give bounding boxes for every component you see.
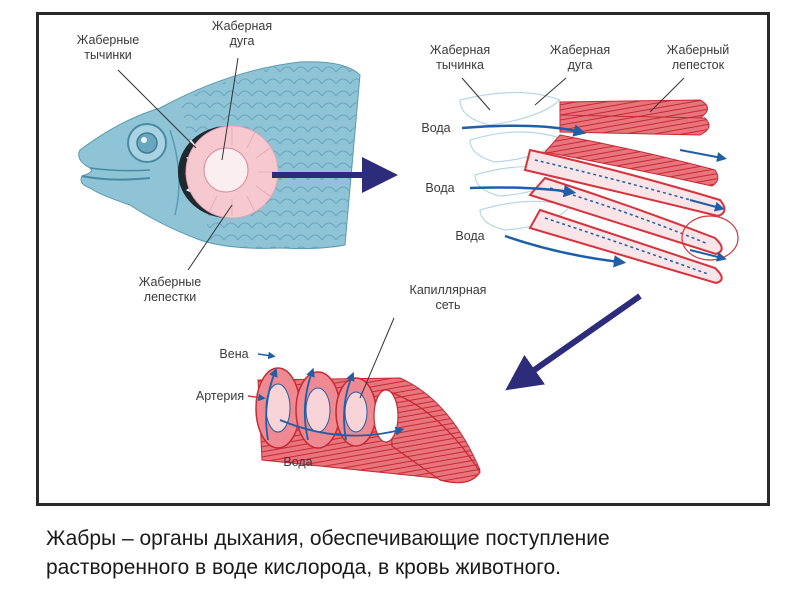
label-gill-rakers-l2: тычинки xyxy=(84,48,132,62)
leader-gill-arch xyxy=(534,77,567,106)
vein-pointer xyxy=(257,351,276,360)
label-gill-filament-l1: Жаберный xyxy=(667,43,729,57)
label-water-4: Вода xyxy=(283,455,312,469)
label-gill-raker-l2: тычинка xyxy=(436,58,484,72)
label-gill-arch-fish-l2: дуга xyxy=(230,34,255,48)
label-water-1: Вода xyxy=(421,121,450,135)
label-water-2: Вода xyxy=(425,181,454,195)
caption-line-1: Жабры – органы дыхания, обеспечивающие п… xyxy=(46,527,610,550)
label-gill-filament-l2: лепесток xyxy=(672,58,725,72)
label-capillary-net-l1: Капиллярная xyxy=(410,283,487,297)
label-gill-filaments-fish-l2: лепестки xyxy=(144,290,196,304)
label-water-3: Вода xyxy=(455,229,484,243)
water-flow-3 xyxy=(504,234,627,268)
label-gill-arch-fish-l1: Жаберная xyxy=(212,19,272,33)
leader-capillary-net xyxy=(359,317,395,399)
gill-cavity xyxy=(178,125,279,219)
filament-cone xyxy=(389,391,481,484)
label-gill-filaments-fish-l1: Жаберные xyxy=(139,275,201,289)
caption: Жабры – органы дыхания, обеспечивающие п… xyxy=(46,524,786,582)
gill-filaments xyxy=(523,99,739,285)
leader-gill-filaments-fish xyxy=(187,204,233,271)
gill-detail xyxy=(459,91,739,285)
leader-gill-arch-fish xyxy=(221,57,239,161)
arrow-to-filament-detail xyxy=(505,293,642,391)
leader-gill-raker xyxy=(461,77,491,111)
leader-gill-rakers xyxy=(117,69,197,149)
label-gill-raker-l1: Жаберная xyxy=(430,43,490,57)
label-gill-arch-l2: дуга xyxy=(568,58,593,72)
label-capillary-net-l2: сеть xyxy=(435,298,460,312)
leader-gill-filament xyxy=(649,77,685,113)
label-vein: Вена xyxy=(219,347,248,361)
label-artery: Артерия xyxy=(196,389,244,403)
caption-line-2: растворенного в воде кислорода, в кровь … xyxy=(46,556,561,579)
artery-pointer xyxy=(247,393,266,402)
label-gill-rakers-l1: Жаберные xyxy=(77,33,139,47)
label-gill-arch-l1: Жаберная xyxy=(550,43,610,57)
water-flow-1 xyxy=(461,124,587,137)
water-flow-2 xyxy=(469,184,577,198)
filament-detail xyxy=(255,367,481,484)
